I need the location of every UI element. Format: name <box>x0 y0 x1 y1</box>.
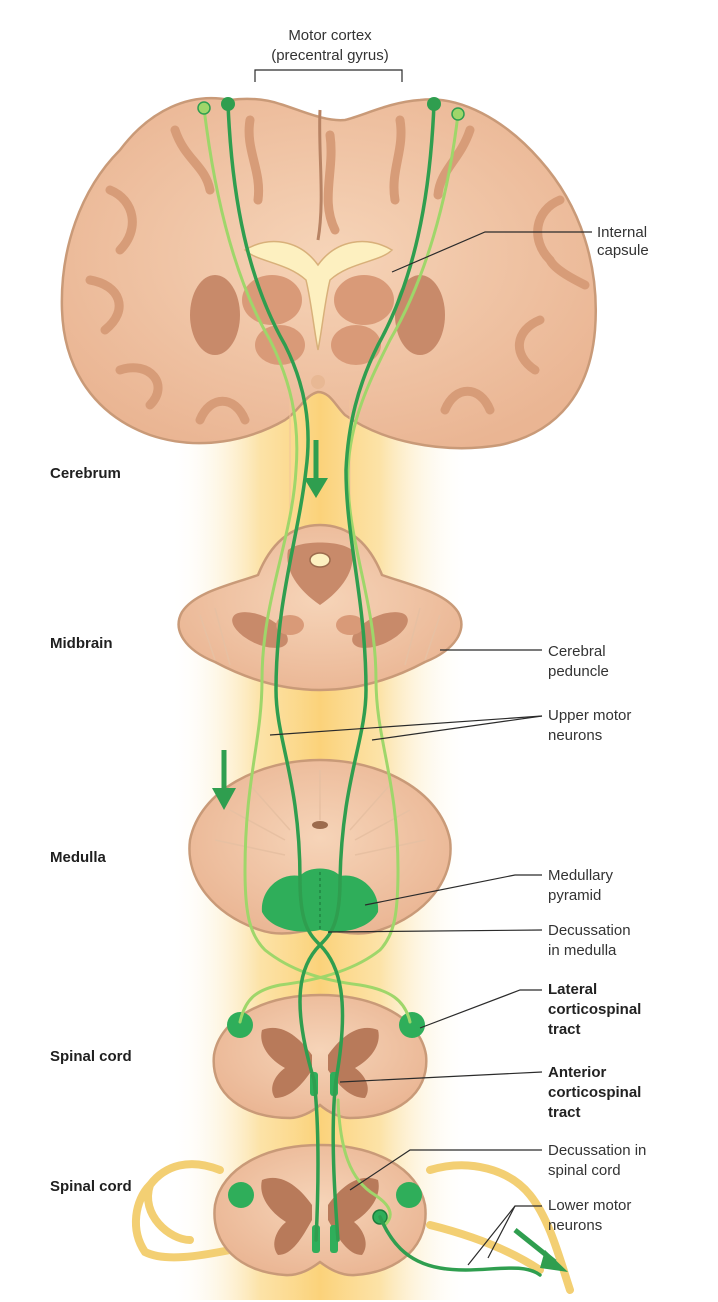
label-lateral-cst-line3: tract <box>548 1021 581 1038</box>
section-title-spinal-cord-2: Spinal cord <box>50 1178 132 1195</box>
lateral-cst-left <box>227 1012 253 1038</box>
section-title-midbrain: Midbrain <box>50 635 113 652</box>
red-nucleus-right <box>336 615 364 635</box>
label-anterior-cst-line3: tract <box>548 1104 581 1121</box>
label-internal-capsule-line2: capsule <box>597 242 649 259</box>
label-decussation-medulla-line1: Decussation <box>548 922 631 939</box>
label-lateral-cst-line2: corticospinal <box>548 1001 641 1018</box>
lateral-cst-right <box>399 1012 425 1038</box>
label-internal-capsule-line1: Internal <box>597 224 647 241</box>
third-ventricle-node <box>311 375 325 389</box>
leader-lower-motor-1 <box>468 1206 542 1265</box>
lateral-cst-lower-right <box>396 1182 422 1208</box>
motor-cortex-bracket <box>255 70 402 82</box>
label-motor-cortex-line2: (precentral gyrus) <box>271 47 389 64</box>
label-upper-motor-line1: Upper motor <box>548 707 631 724</box>
basal-nucleus-right-inner <box>334 275 394 325</box>
thalamus-right <box>331 325 381 365</box>
cortex-neuron-4 <box>452 108 464 120</box>
label-anterior-cst-line1: Anterior <box>548 1064 607 1081</box>
label-upper-motor-line2: neurons <box>548 727 602 744</box>
label-anterior-cst-line2: corticospinal <box>548 1084 641 1101</box>
medulla-central-canal <box>312 821 328 829</box>
label-decussation-medulla-line2: in medulla <box>548 942 617 959</box>
label-lower-motor-line2: neurons <box>548 1217 602 1234</box>
label-motor-cortex-line1: Motor cortex <box>288 27 372 44</box>
cortex-neuron-2 <box>221 97 235 111</box>
cortex-neuron-3 <box>427 97 441 111</box>
label-cerebral-peduncle-line2: peduncle <box>548 663 609 680</box>
label-medullary-pyramid-line1: Medullary <box>548 867 614 884</box>
basal-nucleus-left-outer <box>190 275 240 355</box>
label-decussation-spinal-line2: spinal cord <box>548 1162 621 1179</box>
section-title-cerebrum: Cerebrum <box>50 465 121 482</box>
cortex-neuron-1 <box>198 102 210 114</box>
section-title-medulla: Medulla <box>50 849 106 866</box>
spinal-cord-lower-outline <box>214 1145 425 1275</box>
label-lower-motor-line1: Lower motor <box>548 1197 631 1214</box>
medulla-section <box>189 760 450 934</box>
cerebrum-section <box>62 98 596 448</box>
lateral-cst-lower-left <box>228 1182 254 1208</box>
cerebral-aqueduct <box>310 553 330 567</box>
label-medullary-pyramid-line2: pyramid <box>548 887 601 904</box>
spinal-cord-upper-section <box>214 995 427 1118</box>
section-title-spinal-cord-1: Spinal cord <box>50 1048 132 1065</box>
label-cerebral-peduncle-line1: Cerebral <box>548 643 606 660</box>
label-decussation-spinal-line1: Decussation in <box>548 1142 646 1159</box>
label-lateral-cst-line1: Lateral <box>548 981 597 998</box>
